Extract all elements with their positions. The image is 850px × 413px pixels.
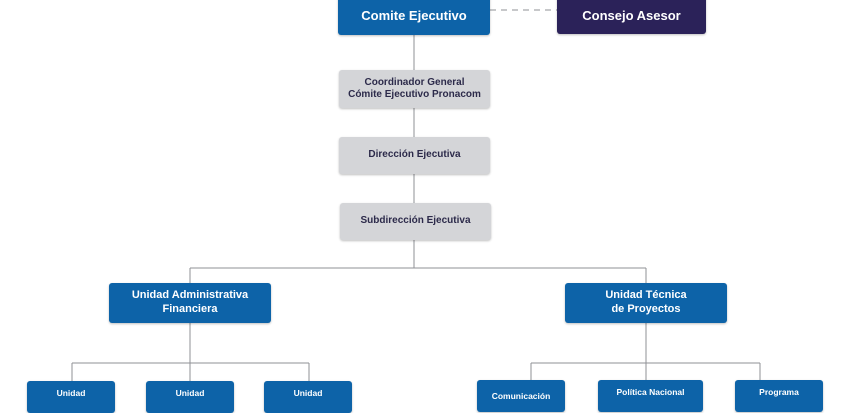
technical-subunit-label: Programa	[759, 387, 799, 397]
general-coordinator-box: Coordinador General Cómite Ejecutivo Pro…	[339, 70, 490, 108]
technical-subunit-box-1: Comunicación	[477, 380, 565, 412]
executive-direction-label: Dirección Ejecutiva	[368, 149, 461, 161]
admin-subunit-box-3: Unidad	[264, 381, 352, 413]
executive-committee-label: Comite Ejecutivo	[361, 8, 467, 24]
administrative-financial-unit-label: Unidad Administrativa Financiera	[131, 289, 249, 315]
technical-projects-unit-box: Unidad Técnica de Proyectos	[565, 283, 727, 323]
executive-subdirection-box: Subdirección Ejecutiva	[340, 203, 491, 240]
executive-subdirection-label: Subdirección Ejecutiva	[360, 215, 471, 227]
technical-projects-unit-label: Unidad Técnica de Proyectos	[605, 289, 687, 315]
technical-subunit-label: Comunicación	[491, 391, 551, 401]
admin-subunit-box-2: Unidad	[146, 381, 234, 413]
technical-subunit-box-2: Política Nacional	[598, 380, 703, 412]
technical-subunit-box-3: Programa	[735, 380, 823, 412]
executive-committee-box: Comite Ejecutivo	[338, 0, 490, 35]
executive-direction-box: Dirección Ejecutiva	[339, 137, 490, 174]
general-coordinator-label: Coordinador General Cómite Ejecutivo Pro…	[348, 76, 481, 101]
advisory-council-label: Consejo Asesor	[582, 7, 681, 23]
admin-subunit-label: Unidad	[293, 388, 323, 398]
admin-subunit-label: Unidad	[175, 388, 205, 398]
connector-lines	[71, 9, 761, 382]
administrative-financial-unit-box: Unidad Administrativa Financiera	[109, 283, 271, 323]
advisory-council-box: Consejo Asesor	[557, 0, 706, 34]
admin-subunit-box-1: Unidad	[27, 381, 115, 413]
technical-subunit-label: Política Nacional	[616, 387, 685, 397]
admin-subunit-label: Unidad	[56, 388, 86, 398]
